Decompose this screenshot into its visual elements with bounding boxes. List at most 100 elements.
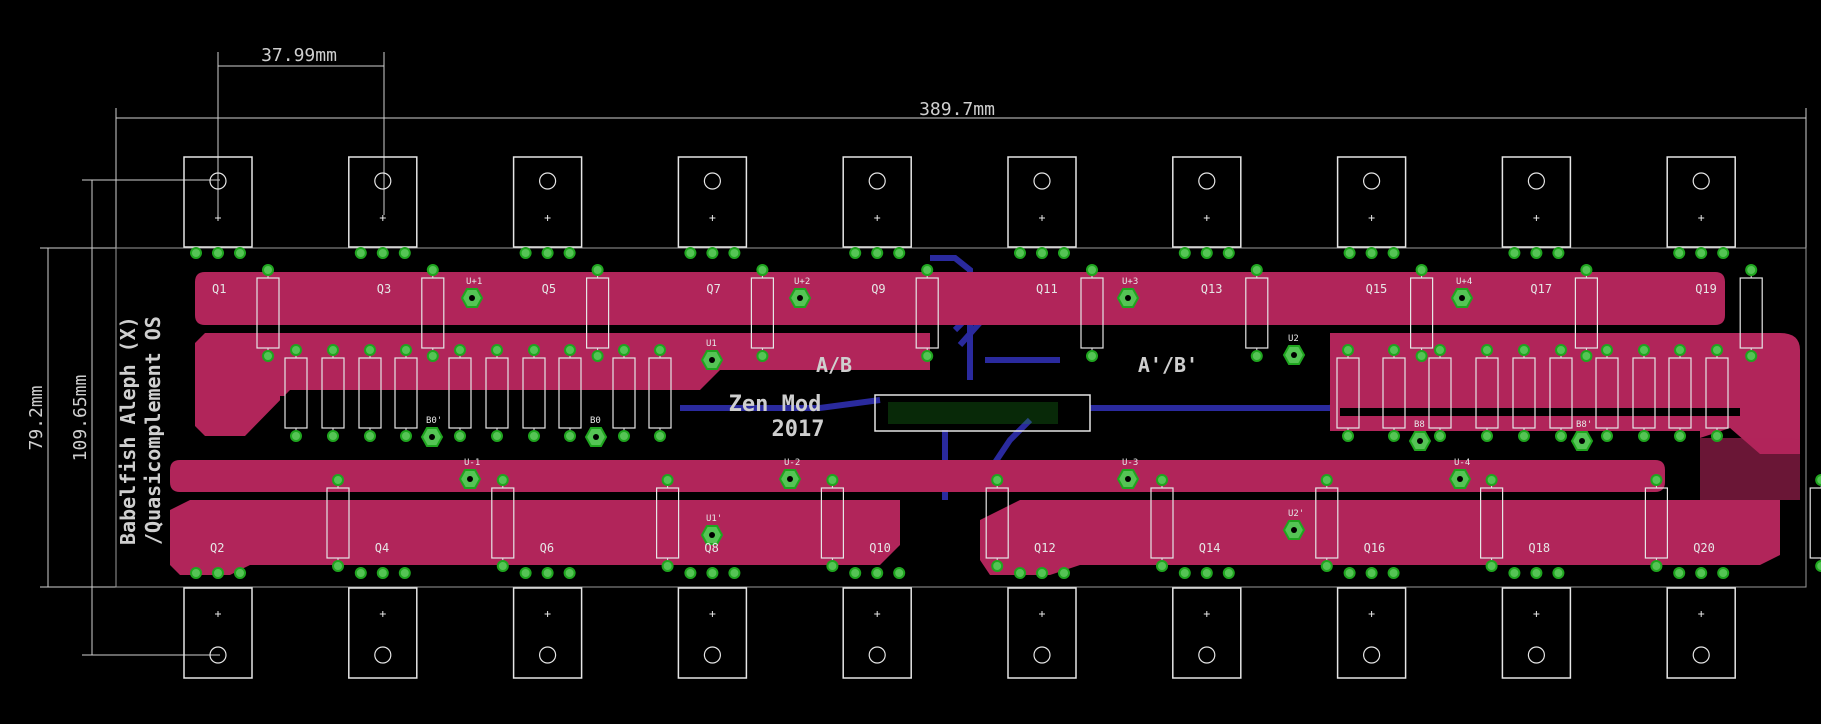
- pad: [1222, 567, 1235, 579]
- pad: [1434, 344, 1446, 356]
- testpoint-label: B0: [590, 416, 601, 426]
- pad: [1036, 567, 1048, 579]
- pad: [1342, 344, 1354, 356]
- transistor-package-bottom: [348, 587, 418, 679]
- transistor-label-bottom: Q14: [1199, 541, 1221, 555]
- pad: [756, 264, 769, 276]
- pad: [1485, 560, 1498, 572]
- bottom-transistor-packages: [183, 587, 1736, 679]
- testpoint-hole: [469, 295, 475, 301]
- testpoint-label: U-3: [1122, 458, 1138, 468]
- pad: [491, 344, 503, 356]
- pad: [426, 350, 439, 362]
- mounting-hole: [1198, 172, 1216, 190]
- board-center-line2: 2017: [772, 417, 825, 442]
- pad: [1222, 247, 1235, 259]
- testpoint-label: B8: [1414, 420, 1425, 430]
- pad: [1711, 344, 1723, 356]
- testpoint-label: U-2: [784, 458, 800, 468]
- board-center-line1: Zen Mod: [729, 392, 822, 417]
- transistor-package-bottom: [1336, 587, 1407, 679]
- mounting-hole: [209, 172, 227, 190]
- pad: [1250, 264, 1263, 276]
- transistor-label-bottom: Q12: [1034, 541, 1056, 555]
- pad: [1711, 430, 1723, 442]
- pad: [290, 344, 302, 356]
- mounting-hole: [868, 646, 886, 664]
- testpoint-label: U2: [1288, 334, 1299, 344]
- transistor-label-bottom: Q10: [869, 541, 891, 555]
- testpoint-hole: [1125, 295, 1131, 301]
- testpoint-hole: [1459, 295, 1465, 301]
- pad: [1178, 567, 1191, 579]
- dimension-outer-height-label: 109.65mm: [70, 375, 91, 462]
- transistor-package-bottom: [677, 587, 748, 679]
- pad: [376, 567, 389, 579]
- transistor-label-bottom: Q16: [1364, 541, 1386, 555]
- transistor-label-top: Q5: [542, 282, 556, 296]
- transistor-label-bottom: Q4: [375, 541, 389, 555]
- transistor-label-top: Q11: [1036, 282, 1058, 296]
- mounting-hole: [1527, 172, 1546, 190]
- pad: [1200, 567, 1213, 579]
- pad: [1086, 350, 1098, 362]
- pad: [1650, 560, 1663, 572]
- copper-isolation-gaps: [280, 396, 1740, 439]
- board-title-line1: Babelfish Aleph (X): [116, 316, 140, 545]
- testpoint-hole: [797, 295, 803, 301]
- pad: [1014, 247, 1026, 259]
- mounting-hole: [1692, 172, 1710, 190]
- pad: [190, 247, 202, 259]
- testpoint-hole: [467, 476, 473, 482]
- pad: [1530, 247, 1543, 259]
- transistor-package-top: [677, 156, 748, 248]
- pad: [1745, 264, 1758, 276]
- pad: [563, 567, 576, 579]
- pad: [1014, 567, 1026, 579]
- pad: [1601, 344, 1613, 356]
- pad: [1717, 247, 1730, 259]
- pad: [1086, 264, 1098, 276]
- pad: [398, 567, 411, 579]
- pad: [234, 247, 246, 259]
- pad: [262, 350, 274, 362]
- transistor-package-bottom: [1007, 587, 1077, 679]
- board-label-ab: A/B: [816, 353, 852, 377]
- pad: [398, 247, 411, 259]
- pad: [1156, 474, 1168, 486]
- pad: [528, 430, 540, 442]
- pad: [826, 560, 839, 572]
- transistor-label-top: Q7: [706, 282, 720, 296]
- pad: [327, 430, 339, 442]
- pad: [1555, 344, 1567, 356]
- pad: [1530, 567, 1543, 579]
- pad: [728, 247, 741, 259]
- transistor-package-bottom: [842, 587, 912, 679]
- board-title-line2: /Quasicomplement OS: [141, 316, 165, 545]
- board-outline: [115, 247, 1807, 588]
- pad: [332, 474, 344, 486]
- pad: [1695, 567, 1708, 579]
- pad: [1388, 344, 1400, 356]
- pad: [1342, 430, 1354, 442]
- testpoint-hole: [787, 476, 793, 482]
- transistor-package-bottom: [183, 587, 253, 679]
- testpoint-label: U1': [706, 514, 722, 524]
- pad: [376, 247, 389, 259]
- pad: [591, 350, 604, 362]
- pad: [684, 247, 697, 259]
- pad: [327, 344, 339, 356]
- transistor-package-top: [1666, 156, 1736, 248]
- pad: [1178, 247, 1191, 259]
- pad: [1815, 560, 1821, 572]
- board-label-ab-prime: A'/B': [1138, 353, 1198, 377]
- pad: [1365, 567, 1378, 579]
- testpoint-hole: [1579, 438, 1585, 444]
- pad: [1518, 430, 1530, 442]
- pad: [212, 567, 224, 579]
- pad: [921, 350, 934, 362]
- testpoint-hole: [709, 357, 715, 363]
- pad: [1387, 567, 1400, 579]
